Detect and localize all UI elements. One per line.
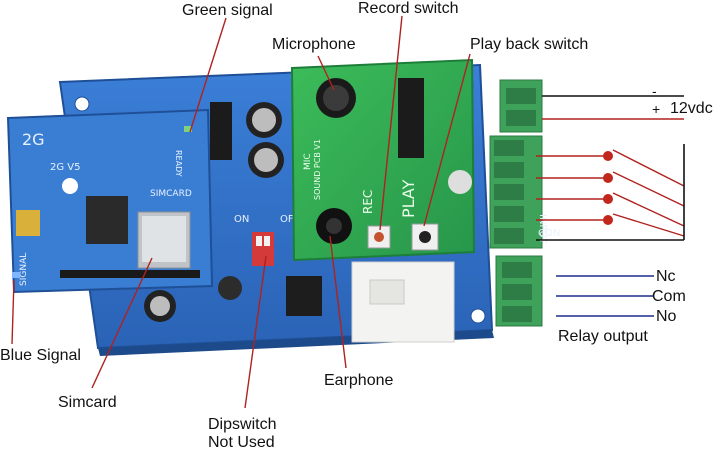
gsm-2g-silk: 2G <box>22 130 45 149</box>
input-silk: INPUT <box>537 214 548 245</box>
gsm-model-silk: 2G V5 <box>50 162 81 173</box>
power-wires <box>542 95 684 120</box>
simcard-silk: SIMCARD <box>150 189 192 199</box>
buzzer <box>218 276 242 300</box>
callout-dipswitch <box>244 255 267 409</box>
label-com: Com <box>652 288 686 305</box>
signal-silk: SIGNAL <box>19 253 29 286</box>
relay-output-wires <box>556 275 654 317</box>
label-not-used: Not Used <box>208 434 275 451</box>
on-silk: ON <box>234 214 249 225</box>
label-green-signal: Green signal <box>182 2 273 19</box>
header-pins <box>60 270 200 278</box>
callout-lines <box>11 15 471 409</box>
callout-playback-switch <box>423 53 471 227</box>
label-12vdc: 12vdc <box>670 100 713 117</box>
label-no: No <box>656 308 677 325</box>
callout-simcard <box>91 257 153 389</box>
off-silk: OFF <box>280 214 300 225</box>
label-simcard: Simcard <box>58 394 117 411</box>
blue-signal-led <box>12 272 20 278</box>
play-silk: PLAY <box>399 179 418 218</box>
green-signal-led <box>184 126 192 132</box>
sound-ic <box>398 78 424 158</box>
regulator <box>286 276 322 316</box>
callout-blue-signal <box>11 279 15 345</box>
sound-pcb: MIC SOUND PCB V1 REC PLAY <box>290 58 476 262</box>
callout-earphone <box>329 235 347 369</box>
label-play-back-switch: Play back switch <box>470 36 589 53</box>
label-dipswitch: Dipswitch <box>208 416 277 433</box>
sound-pcb-silk: SOUND PCB V1 <box>313 139 322 200</box>
label-earphone: Earphone <box>324 372 394 389</box>
mic-silk: MIC <box>303 153 313 170</box>
input-wires <box>536 144 685 241</box>
con-silk: CON <box>538 228 560 239</box>
label-plus: + <box>652 101 661 117</box>
label-blue-signal: Blue Signal <box>0 347 81 364</box>
label-minus: - <box>652 83 657 99</box>
label-relay-output: Relay output <box>558 328 648 345</box>
small-capacitor <box>448 170 472 194</box>
ic-main <box>210 102 232 160</box>
terminal-blocks: INPUT CON <box>489 79 560 327</box>
capacitors <box>144 102 284 322</box>
label-microphone: Microphone <box>272 36 356 53</box>
callout-microphone <box>317 55 335 91</box>
ready-silk: READY <box>174 150 183 177</box>
dipswitch: ON OFF <box>234 214 300 266</box>
rec-silk: REC <box>361 190 375 214</box>
callout-green-signal <box>189 17 227 133</box>
callout-record-switch <box>379 15 403 231</box>
gsm-module: 2G 2G V5 SIMCARD READY SIGNAL <box>6 108 214 294</box>
label-record-switch: Record switch <box>358 0 459 17</box>
gsm-chip <box>86 196 128 244</box>
capacitor-yellow <box>16 210 40 236</box>
label-nc: Nc <box>656 268 676 285</box>
